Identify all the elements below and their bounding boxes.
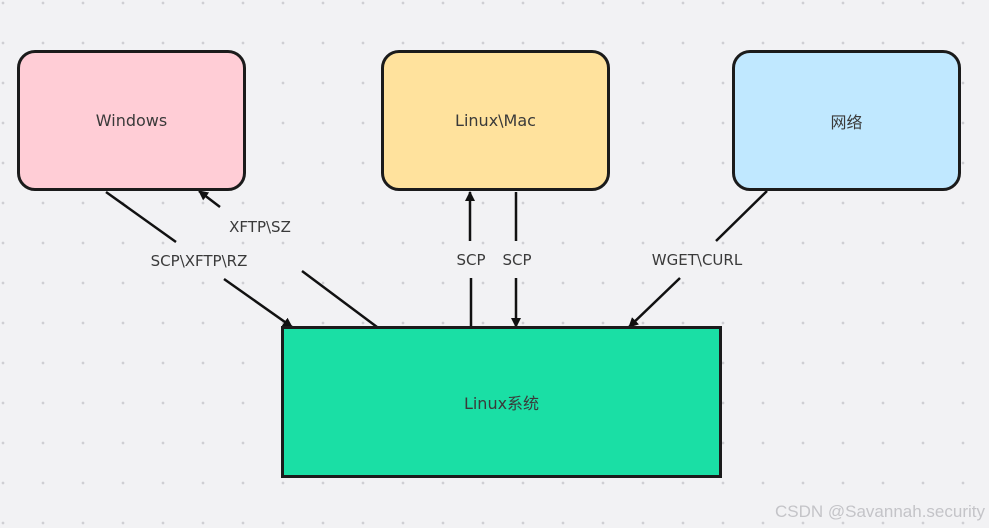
node-linux-system-label: Linux系统 [463,394,540,413]
edge-label-scp-up: SCP [456,251,486,269]
node-windows[interactable]: Windows [17,50,246,191]
watermark: CSDN @Savannah.security [774,502,985,521]
edge-label-wget-curl: WGET\CURL [651,251,743,269]
node-linux-mac[interactable]: Linux\Mac [381,50,610,191]
node-linux-mac-label: Linux\Mac [455,111,536,130]
node-linux-system[interactable]: Linux系统 [281,326,722,478]
edge-linux-to-windows-segment-b [198,190,221,208]
edge-windows-to-linux-segment-a [105,190,177,244]
edge-network-to-linux-segment-a [715,190,768,242]
edge-label-xftp-sz: XFTP\SZ [229,218,291,236]
edge-linux-to-windows-segment-a [301,269,378,329]
node-windows-label: Windows [95,111,168,130]
edge-label-scp-xftp-rz: SCP\XFTP\RZ [150,252,248,270]
edge-label-scp-down: SCP [502,251,532,269]
edge-network-to-linux-segment-b [628,277,681,328]
node-network[interactable]: 网络 [732,50,961,191]
edge-windows-to-linux-segment-b [223,277,293,329]
node-network-label: 网络 [830,112,863,132]
